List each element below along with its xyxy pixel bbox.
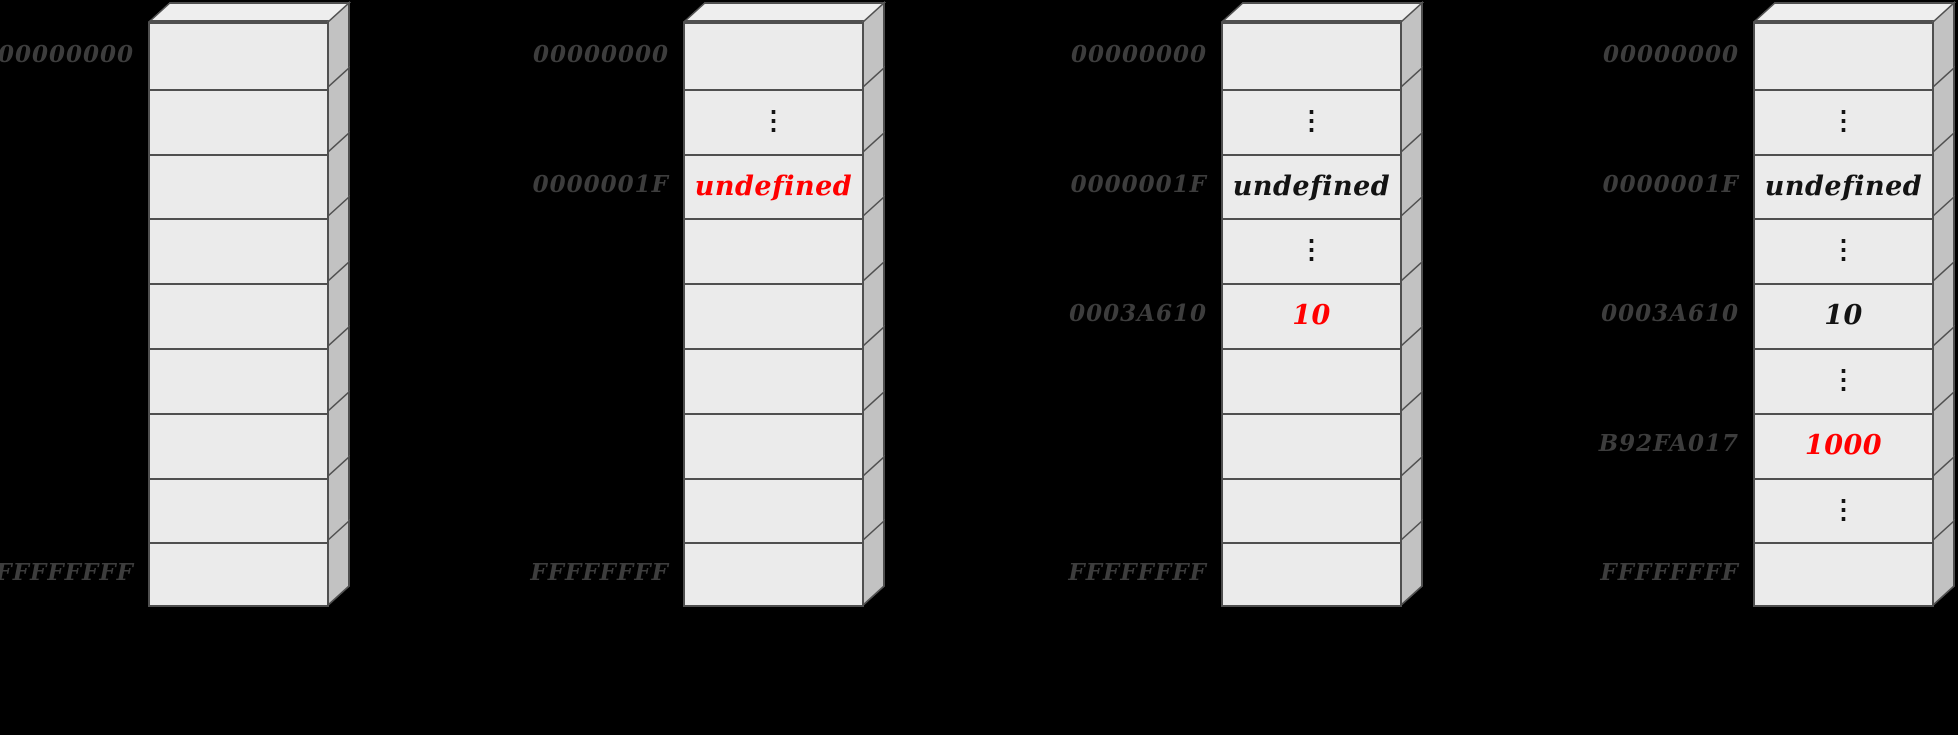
memory-cells: ⋮ undefined [683, 22, 864, 607]
cell-divider [1755, 412, 1932, 415]
cell-value: 10 [1292, 300, 1331, 332]
memory-column-2: ⋮ undefined 00000000 0000001F FFFFFFFF [530, 1, 886, 608]
address-label: 00000000 [1602, 41, 1739, 68]
cell-divider [150, 218, 327, 221]
address-label: FFFFFFFF [1068, 559, 1207, 587]
cell-divider [1223, 542, 1400, 545]
cell-divider [1223, 348, 1400, 350]
cell-divider [1755, 477, 1932, 480]
cell-divider [1223, 88, 1400, 91]
memory-cells [148, 22, 329, 607]
cell-divider [150, 283, 327, 286]
cell-divider [685, 283, 862, 286]
ellipsis-dots: ⋮ [1830, 494, 1857, 525]
cell-value: 10 [1824, 300, 1863, 332]
address-label: 0000001F [1602, 170, 1739, 198]
address-label: B92FA017 [1598, 429, 1739, 457]
cell-value: undefined [1232, 170, 1391, 202]
cell-value: undefined [694, 170, 853, 202]
address-label: 00000000 [0, 41, 134, 68]
cell-divider [1755, 218, 1932, 221]
address-label: FFFFFFFF [1600, 559, 1739, 587]
cell-divider [685, 153, 862, 156]
ellipsis-dots: ⋮ [760, 105, 787, 136]
cell-divider [685, 88, 862, 91]
cell-divider [150, 88, 327, 91]
ellipsis-dots: ⋮ [1830, 235, 1857, 266]
cell-divider [150, 153, 327, 156]
cell-divider [1223, 477, 1400, 480]
address-label: 0003A610 [1069, 300, 1207, 328]
cell-divider [150, 542, 327, 545]
ellipsis-dots: ⋮ [1830, 105, 1857, 136]
cell-divider [1755, 542, 1932, 545]
cell-value: 1000 [1804, 429, 1883, 461]
address-label: 0000001F [532, 170, 669, 198]
address-label: 00000000 [1070, 41, 1207, 68]
cell-divider [685, 412, 862, 415]
cell-divider [1223, 218, 1400, 221]
cell-divider [685, 477, 862, 480]
address-label: 00000000 [532, 41, 669, 68]
cell-divider [1755, 283, 1932, 286]
ellipsis-dots: ⋮ [1298, 235, 1325, 266]
ellipsis-dots: ⋮ [1298, 105, 1325, 136]
memory-column-4: ⋮ undefined ⋮ 10 ⋮ 1000 ⋮ 00000000 0000001F 0003A… [1599, 1, 1956, 608]
cell-value: undefined [1764, 170, 1923, 202]
cell-divider [150, 412, 327, 415]
cell-divider [1223, 283, 1400, 286]
column-top-face [683, 2, 886, 22]
memory-cells: ⋮ undefined ⋮ 10 ⋮ 1000 ⋮ [1753, 22, 1934, 607]
cell-divider [1755, 88, 1932, 91]
cell-divider [685, 348, 862, 350]
address-label: 0003A610 [1601, 300, 1739, 328]
cell-divider [1223, 412, 1400, 415]
cell-divider [150, 348, 327, 350]
column-top-face [1753, 2, 1956, 22]
cell-divider [1755, 153, 1932, 156]
cell-divider [1755, 348, 1932, 350]
memory-cells: ⋮ undefined ⋮ 10 [1221, 22, 1402, 607]
address-label: 0000001F [1070, 170, 1207, 198]
cell-divider [685, 542, 862, 545]
cell-divider [685, 218, 862, 221]
cell-divider [150, 477, 327, 480]
ellipsis-dots: ⋮ [1830, 365, 1857, 395]
address-label: FFFFFFFF [0, 559, 134, 587]
address-label: FFFFFFFF [530, 559, 669, 587]
column-top-face [148, 2, 351, 22]
column-top-face [1221, 2, 1424, 22]
cell-divider [1223, 153, 1400, 156]
